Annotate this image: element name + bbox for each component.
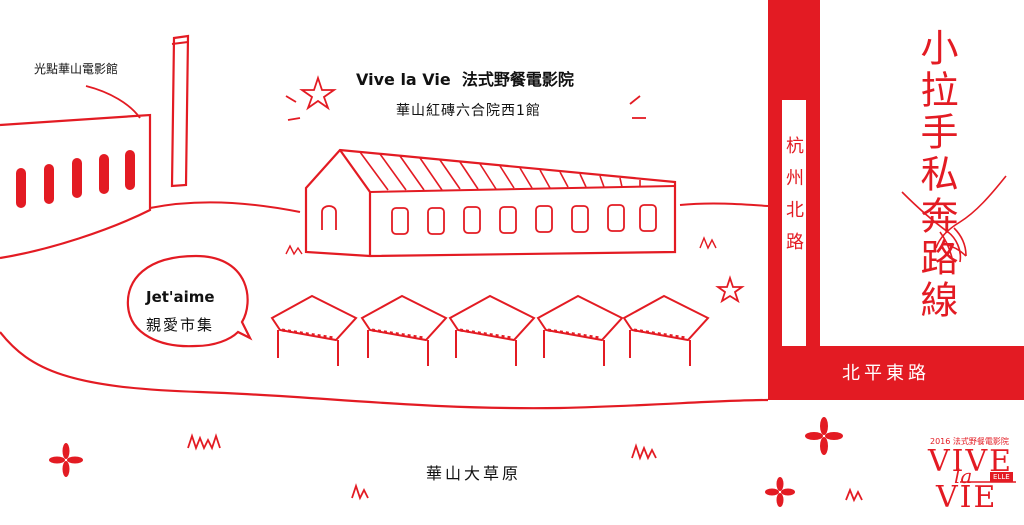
factory-icon <box>0 113 152 260</box>
road-corner-mask <box>782 100 806 346</box>
chimney-icon <box>170 34 190 188</box>
hands-icon <box>901 175 1007 263</box>
venue-subtitle: 華山紅磚六合院西1館 <box>396 103 541 119</box>
road-label-hangzhou: 杭州北路 <box>783 136 804 264</box>
logo-la: la <box>954 464 973 488</box>
venue-title: Vive la Vie 法式野餐電影院 <box>356 70 574 89</box>
hill-line <box>149 201 301 213</box>
logo-small-text: 2016 法式野餐電影院 <box>930 437 1009 446</box>
barn-icon <box>304 148 677 258</box>
star-icon <box>299 75 745 304</box>
speech-bubble <box>126 254 253 348</box>
label-lawn: 華山大草原 <box>426 464 522 483</box>
market-name-zh: 親愛市集 <box>146 316 215 334</box>
tent-icon <box>270 294 710 366</box>
horizon-line <box>679 202 769 207</box>
flower-icon <box>49 417 843 507</box>
logo-vie: VIE <box>936 480 998 515</box>
road-beiping-east <box>768 346 1024 400</box>
tent-pattern <box>281 328 687 340</box>
label-light-cinema: 光點華山電影館 <box>34 62 119 76</box>
grass-icon <box>187 236 863 503</box>
pointer-line <box>85 85 141 119</box>
logo-elle: ELLE <box>990 472 1013 482</box>
market-name-en: Jet'aime <box>146 288 215 306</box>
route-title: 小拉手私奔路線 <box>914 28 958 322</box>
ground-line <box>0 331 769 410</box>
sparkle-icon <box>285 95 646 121</box>
road-label-beiping: 北平東路 <box>842 363 930 384</box>
